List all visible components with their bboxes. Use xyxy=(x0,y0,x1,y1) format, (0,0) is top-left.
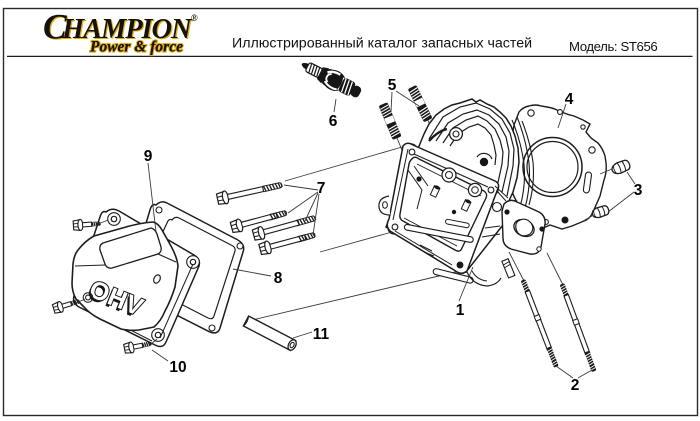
svg-text:HAMPION: HAMPION xyxy=(61,14,193,45)
svg-text:3: 3 xyxy=(634,182,643,199)
svg-text:11: 11 xyxy=(313,326,330,343)
svg-text:6: 6 xyxy=(329,113,338,130)
svg-text:Power & force: Power & force xyxy=(90,39,183,56)
svg-text:5: 5 xyxy=(388,77,397,94)
svg-text:8: 8 xyxy=(274,270,283,287)
svg-text:2: 2 xyxy=(571,377,580,394)
svg-text:7: 7 xyxy=(317,180,326,197)
svg-text:9: 9 xyxy=(144,148,153,165)
svg-text:10: 10 xyxy=(169,359,186,376)
svg-text:Иллюстрированный каталог запас: Иллюстрированный каталог запасных частей xyxy=(232,36,532,52)
svg-text:Power & force: Power & force xyxy=(90,39,183,56)
svg-text:1: 1 xyxy=(456,302,465,319)
svg-text:®: ® xyxy=(191,13,198,23)
svg-text:4: 4 xyxy=(565,91,574,108)
svg-text:C: C xyxy=(44,8,68,48)
svg-text:Модель: ST656: Модель: ST656 xyxy=(569,39,657,54)
svg-text:HAMPION: HAMPION xyxy=(62,15,194,46)
svg-text:C: C xyxy=(43,7,67,47)
